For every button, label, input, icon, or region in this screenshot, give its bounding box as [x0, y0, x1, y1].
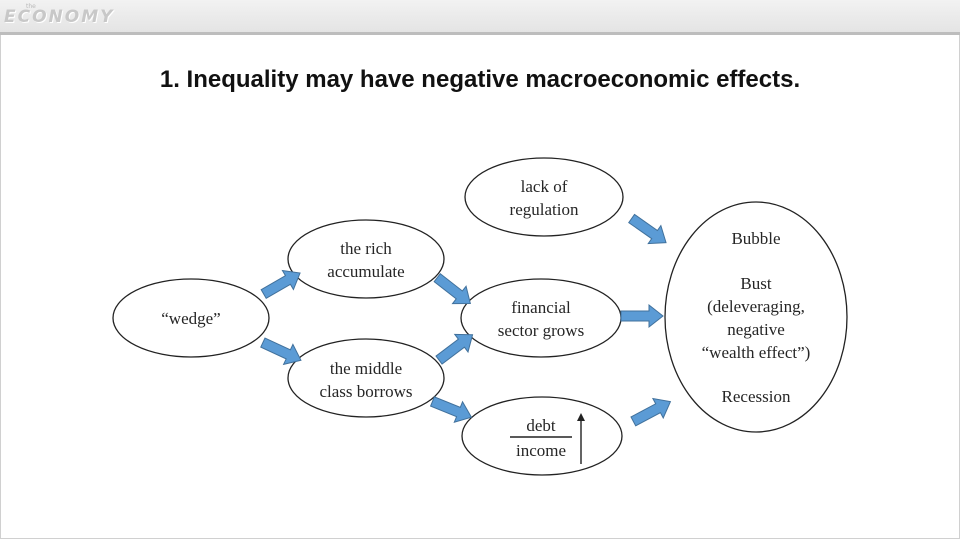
ellipse-middle [287, 338, 445, 418]
ellipse-financial [460, 278, 622, 358]
arrow-financial-to-outcomes [620, 304, 664, 328]
node-middle-class: the middle class borrows [287, 338, 445, 418]
arrow-regulation-to-bubble [624, 209, 673, 253]
outcome-bubble: Bubble [731, 229, 780, 248]
middle-label-line1: the middle [330, 359, 402, 378]
arrow-debt-to-outcomes [627, 391, 677, 432]
outcome-recession: Recession [722, 387, 791, 406]
economy-logo: ECONOMY [4, 7, 115, 27]
outcome-negative: negative [727, 320, 785, 339]
outcome-deleveraging: (deleveraging, [707, 297, 805, 316]
ellipse-outcomes [664, 201, 848, 433]
regulation-label-line1: lack of [521, 177, 568, 196]
ellipse-rich [287, 219, 445, 299]
outcome-wealth-effect: “wealth effect”) [702, 343, 811, 362]
node-wedge: “wedge” [112, 278, 270, 358]
financial-label-line2: sector grows [498, 321, 584, 340]
logo-small-text: the [26, 3, 36, 10]
node-outcomes: Bubble Bust (deleveraging, negative “wea… [664, 201, 848, 433]
rich-label-line2: accumulate [327, 262, 404, 281]
debt-numerator: debt [526, 416, 556, 435]
header-bar: the ECONOMY [0, 0, 960, 35]
node-financial-sector: financial sector grows [460, 278, 622, 358]
slide-title: 1. Inequality may have negative macroeco… [159, 66, 801, 93]
up-arrow-icon [577, 413, 585, 421]
ellipse-debt [461, 396, 623, 476]
wedge-label: “wedge” [161, 309, 220, 328]
regulation-label-line2: regulation [510, 200, 579, 219]
outcome-bust: Bust [740, 274, 771, 293]
node-rich-accumulate: the rich accumulate [287, 219, 445, 299]
node-regulation: lack of regulation [464, 157, 624, 237]
middle-label-line2: class borrows [319, 382, 412, 401]
debt-denominator: income [516, 441, 566, 460]
financial-label-line1: financial [511, 298, 571, 317]
rich-label-line1: the rich [340, 239, 392, 258]
ellipse-regulation [464, 157, 624, 237]
node-debt-income: debt income [461, 396, 623, 476]
ellipse-wedge [112, 278, 270, 358]
